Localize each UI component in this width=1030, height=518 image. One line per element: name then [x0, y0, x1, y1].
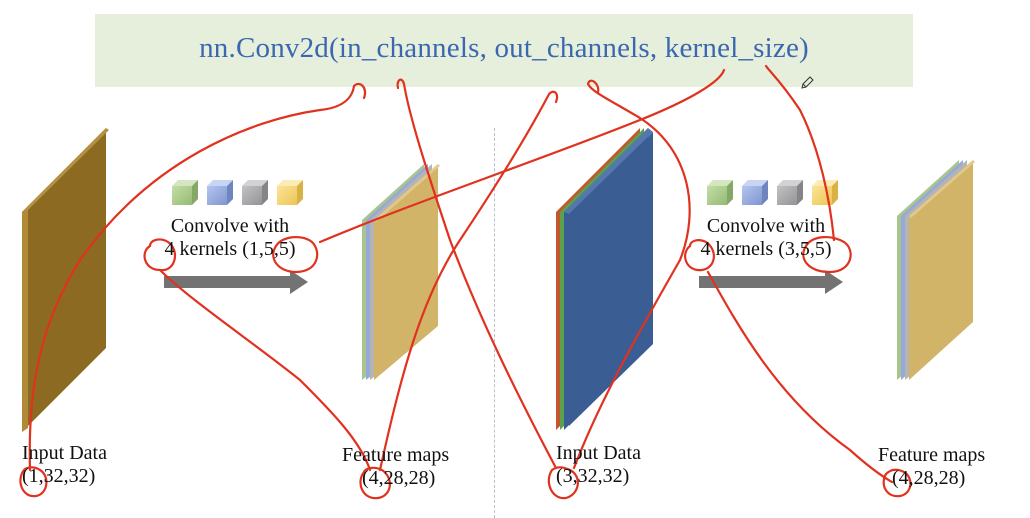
code-banner: nn.Conv2d(in_channels, out_channels, ker…	[95, 14, 913, 87]
pencil-cursor-icon	[801, 76, 814, 89]
right-input-title: Input Data	[556, 442, 641, 464]
circle-left-kernel	[272, 236, 319, 274]
circle-left-in	[143, 238, 177, 272]
circle-right-input-shape	[547, 466, 579, 500]
circle-right-in	[684, 239, 715, 272]
input-data-slab-mono	[22, 128, 109, 432]
left-conv-label: Convolve with 4 kernels (1,5,5)	[140, 215, 320, 261]
right-output-title: Feature maps	[878, 444, 986, 466]
left-output-shape: (4,28,28)	[362, 467, 436, 489]
circle-right-output-shape	[882, 468, 912, 498]
left-input-label: Input Data (1,32,32)	[22, 442, 107, 488]
kernel-cube-green	[172, 180, 198, 205]
kernel-cube-gray	[242, 180, 268, 205]
panel-divider	[494, 128, 495, 518]
right-conv-line2: 4 kernels (3,5,5)	[700, 238, 832, 260]
right-conv-line1: Convolve with	[706, 215, 826, 237]
right-output-shape: (4,28,28)	[892, 467, 966, 489]
right-input-shape: (3,32,32)	[556, 465, 630, 487]
circle-right-kernel	[802, 236, 852, 274]
feature-maps-stack-right	[897, 160, 975, 380]
input-data-slab-rgb	[556, 128, 653, 430]
left-input-title: Input Data	[22, 442, 107, 464]
right-conv-label: Convolve with 4 kernels (3,5,5)	[676, 215, 856, 261]
left-output-label: Feature maps (4,28,28)	[342, 444, 449, 490]
left-input-shape: (1,32,32)	[22, 465, 96, 487]
red-annotations	[19, 64, 912, 500]
kernel-cube-yellow	[277, 180, 303, 205]
right-input-label: Input Data (3,32,32)	[556, 442, 641, 488]
left-output-title: Feature maps	[342, 444, 450, 466]
convolve-arrow-left	[164, 270, 308, 294]
kernel-cube-gray	[777, 180, 803, 205]
kernel-cubes-right	[707, 180, 838, 205]
feature-maps-stack-left	[362, 164, 440, 380]
kernel-cube-green	[707, 180, 733, 205]
circle-left-output-shape	[359, 466, 391, 500]
right-output-label: Feature maps (4,28,28)	[878, 444, 985, 490]
kernel-cube-blue	[742, 180, 768, 205]
convolve-arrow-right	[699, 270, 843, 294]
conv2d-signature: nn.Conv2d(in_channels, out_channels, ker…	[199, 32, 809, 64]
left-conv-line1: Convolve with	[170, 215, 290, 237]
kernel-cubes-left	[172, 180, 303, 205]
left-conv-line2: 4 kernels (1,5,5)	[164, 238, 296, 260]
kernel-cube-blue	[207, 180, 233, 205]
